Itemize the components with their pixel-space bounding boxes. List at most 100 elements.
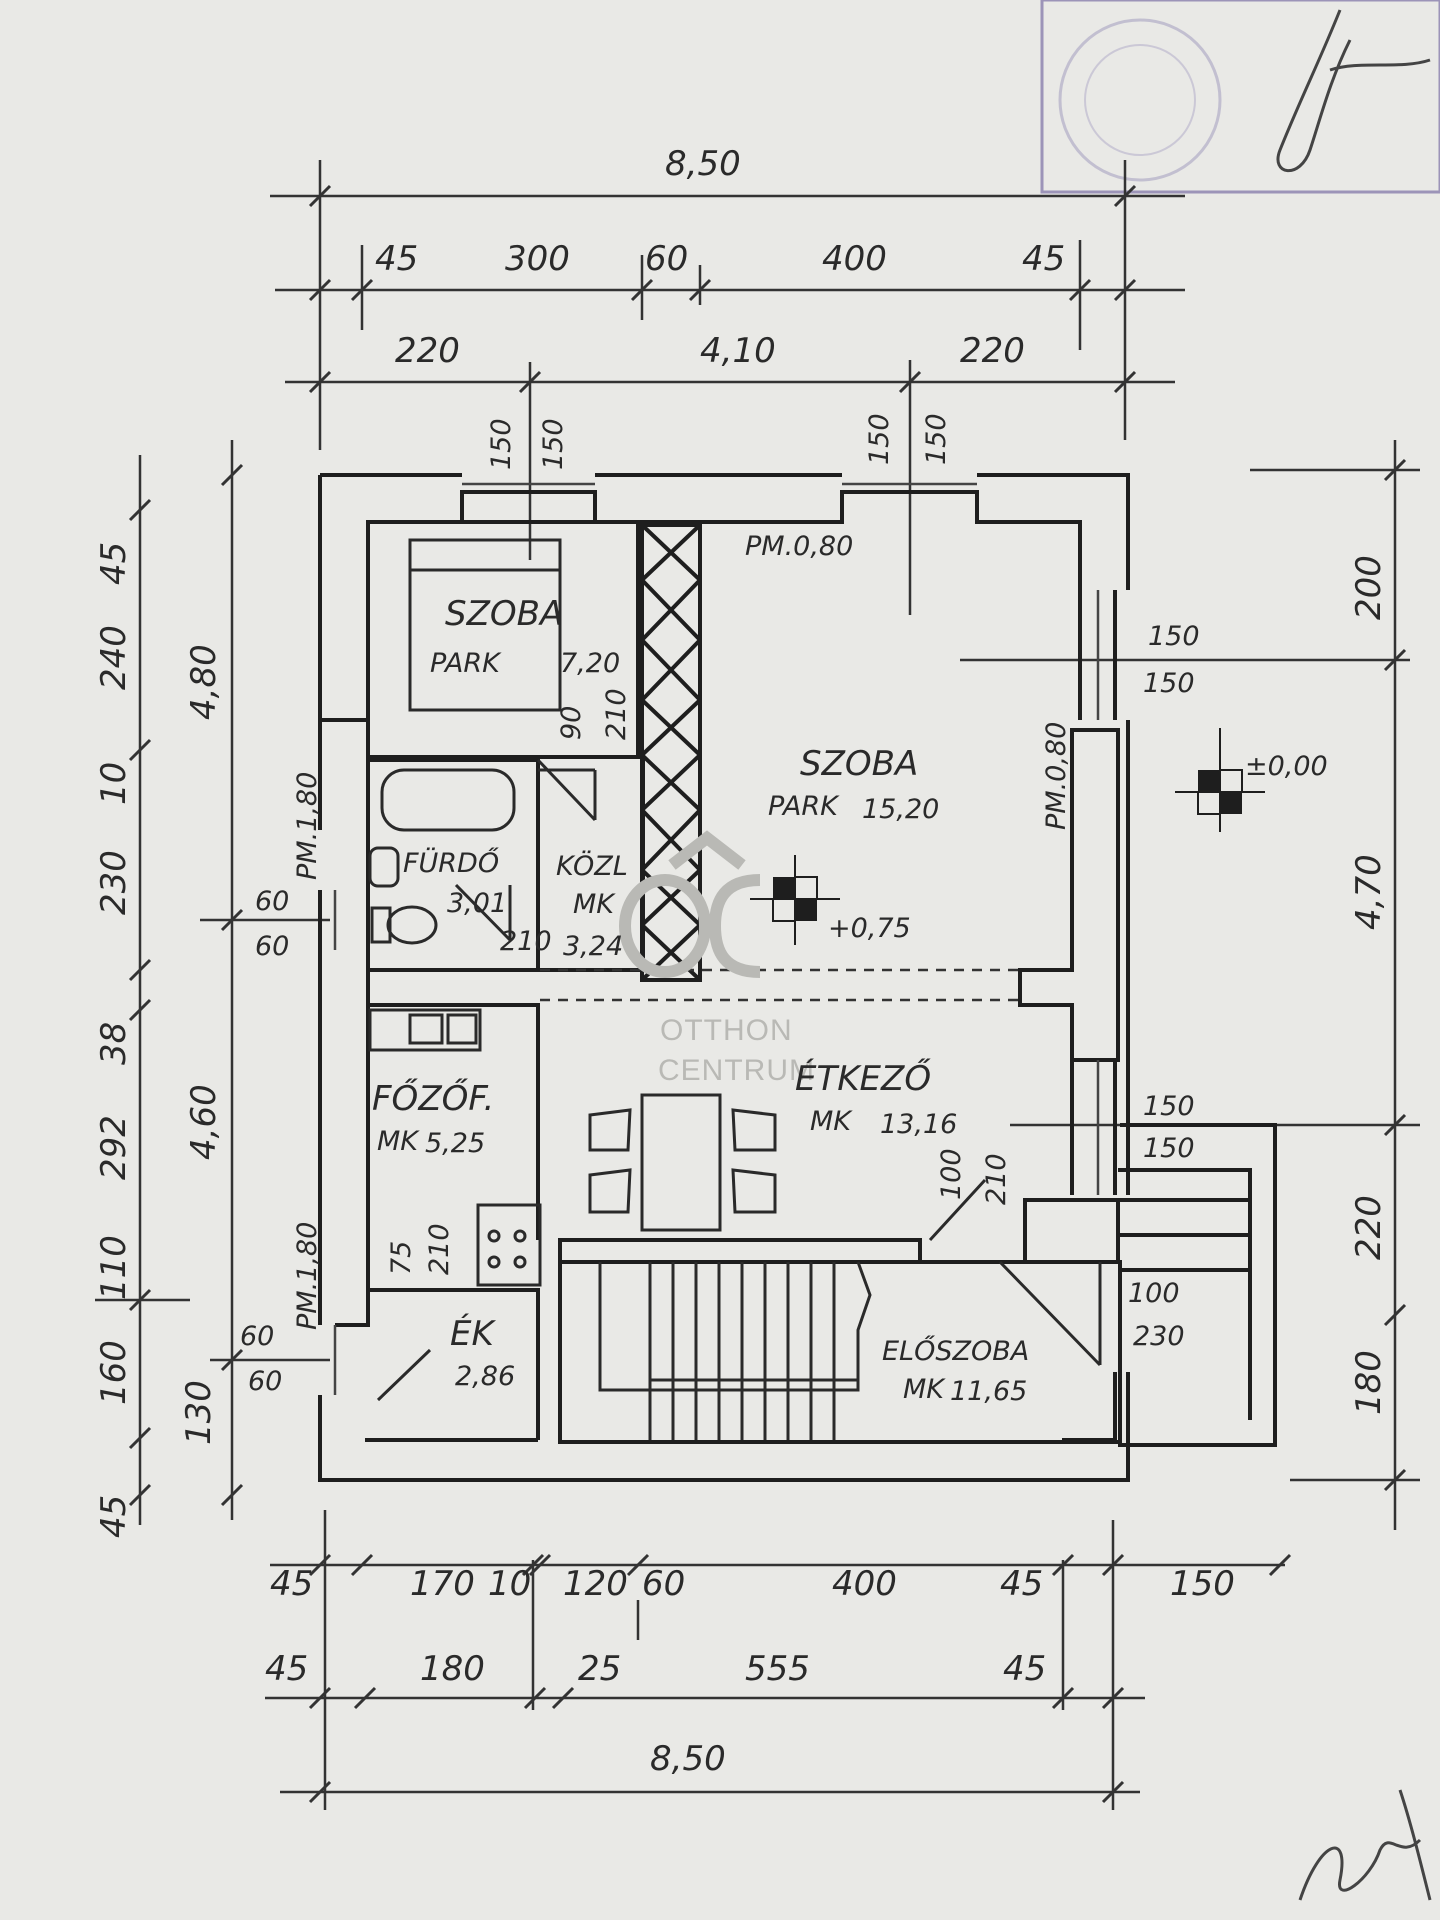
dim-left-230: 230 — [94, 850, 134, 915]
left-dimensions: 45 240 230 10 292 38 110 160 130 45 4,80… — [94, 542, 289, 1538]
dim-top-3: 60 — [645, 239, 688, 279]
room-bedroom-small-area: 7,20 — [560, 648, 620, 679]
dim-top-overall: 8,50 — [665, 144, 741, 184]
stove — [476, 1203, 542, 1287]
dim-opening-3: 60 — [240, 1321, 274, 1352]
room-pantry-area: 2,86 — [455, 1361, 515, 1392]
bath-sink — [368, 846, 400, 888]
dim-bottom-7: 45 — [1000, 1564, 1043, 1604]
level-marker-outside — [1175, 728, 1265, 832]
dim-right-180: 180 — [1349, 1350, 1389, 1415]
bed — [408, 538, 562, 712]
dim-bottom-2: 170 — [410, 1564, 475, 1604]
signature-top — [1276, 9, 1431, 173]
level-inside: +0,75 — [828, 913, 911, 944]
room-hall-area: 11,65 — [950, 1376, 1027, 1407]
dim-left-460: 4,60 — [184, 1084, 224, 1160]
room-corridor-floor: MK — [573, 889, 616, 920]
dim-left-240: 240 — [94, 625, 134, 690]
bottom-dimensions: 45 170 10 120 60 400 45 150 45 180 25 55… — [265, 1564, 1235, 1779]
dim-top-2: 300 — [505, 239, 570, 279]
outer-wall — [318, 473, 1130, 1482]
parapet-right: PM.0,80 — [1041, 722, 1072, 830]
top-dimensions: 8,50 45 300 60 400 45 220 4,10 220 150 1… — [375, 144, 1065, 470]
room-hall-name: ELŐSZOBA — [882, 1335, 1029, 1367]
room-corridor-name: KÖZL — [556, 850, 628, 882]
watermark-logo-icon — [619, 830, 761, 979]
room-kitchen-name: FŐZŐF. — [372, 1078, 494, 1119]
dim-bottom-5: 60 — [642, 1564, 685, 1604]
watermark-line2: CENTRUM — [658, 1054, 815, 1087]
level-outside: ±0,00 — [1245, 751, 1328, 782]
dim-left-45-bottom: 45 — [94, 1495, 134, 1538]
door-75: 75 — [386, 1241, 417, 1275]
room-bedroom-small-floor: PARK — [430, 648, 502, 679]
dim-right-open-4: 150 — [1143, 1133, 1195, 1164]
signature-bottom — [1298, 1789, 1432, 1901]
dim-bottom-12: 555 — [745, 1649, 810, 1689]
room-dining-floor: MK — [810, 1106, 853, 1137]
dim-top-5: 45 — [1022, 239, 1065, 279]
dim-right-open-3: 150 — [1143, 1091, 1195, 1122]
staircase — [598, 1261, 872, 1440]
dim-opening-2: 60 — [255, 931, 289, 962]
dim-window-4: 150 — [921, 413, 952, 465]
room-bedroom-large-name: SZOBA — [800, 744, 918, 784]
dim-right-open-6: 230 — [1133, 1321, 1185, 1352]
dim-right-open-5: 100 — [1128, 1278, 1180, 1309]
door-100-210: 210 — [981, 1153, 1012, 1205]
balcony — [1118, 1123, 1277, 1447]
dim-left-292: 292 — [94, 1115, 134, 1180]
dim-top-6: 220 — [395, 331, 460, 371]
dim-left-110: 110 — [94, 1235, 134, 1300]
dim-window-1: 150 — [486, 418, 517, 470]
dim-right-220: 220 — [1349, 1195, 1389, 1260]
room-bathroom-name: FÜRDŐ — [403, 847, 499, 879]
toilet — [386, 905, 438, 945]
dining-table — [640, 1093, 722, 1232]
dim-bottom-overall: 8,50 — [650, 1739, 726, 1779]
dimension-ticks — [128, 184, 1407, 1804]
dim-window-2: 150 — [538, 418, 569, 470]
dining-chairs — [588, 1108, 777, 1214]
room-kitchen-floor: MK — [377, 1126, 420, 1157]
dimension-lines — [95, 160, 1420, 1810]
door-90-210: 210 — [601, 688, 632, 740]
door-90: 90 — [556, 706, 587, 740]
dim-bottom-8: 150 — [1170, 1564, 1235, 1604]
dim-left-480: 4,80 — [184, 644, 224, 720]
dim-top-7: 4,10 — [700, 331, 776, 371]
dim-right-470: 4,70 — [1349, 854, 1389, 930]
walls — [318, 473, 1277, 1482]
bathtub — [380, 768, 516, 832]
dim-left-130: 130 — [179, 1380, 219, 1445]
room-bedroom-large-floor: PARK — [768, 791, 840, 822]
windows — [333, 482, 1100, 1395]
dim-left-38: 38 — [94, 1022, 134, 1065]
dim-bottom-9: 45 — [265, 1649, 308, 1689]
parapet-left-1: PM.1,80 — [292, 772, 323, 880]
dim-left-45-top: 45 — [94, 542, 134, 585]
dim-bottom-6: 400 — [832, 1564, 897, 1604]
door-75-210: 210 — [424, 1223, 455, 1275]
dim-right-open-2: 150 — [1143, 668, 1195, 699]
parapet-left-2: PM.1,80 — [292, 1222, 323, 1330]
room-dining-area: 13,16 — [880, 1109, 957, 1140]
dim-right-open-1: 150 — [1148, 621, 1200, 652]
dim-bottom-1: 45 — [270, 1564, 313, 1604]
section-lines — [540, 968, 1025, 1002]
dim-opening-1: 60 — [255, 886, 289, 917]
dim-bottom-4: 120 — [563, 1564, 628, 1604]
dim-right-200: 200 — [1349, 555, 1389, 620]
dim-top-4: 400 — [822, 239, 887, 279]
door-swings — [376, 758, 1102, 1402]
room-labels: SZOBA PARK 7,20 SZOBA PARK 15,20 FÜRDŐ 3… — [372, 594, 1029, 1407]
room-hall-floor: MK — [903, 1374, 946, 1405]
level-marker-inside — [750, 855, 840, 945]
room-bedroom-large-area: 15,20 — [862, 794, 939, 825]
watermark-line1: OTTHON — [660, 1014, 793, 1047]
room-bathroom-label: 3,01 — [447, 888, 507, 919]
dim-top-8: 220 — [960, 331, 1025, 371]
room-dining-name: ÉTKEZŐ — [795, 1058, 931, 1099]
